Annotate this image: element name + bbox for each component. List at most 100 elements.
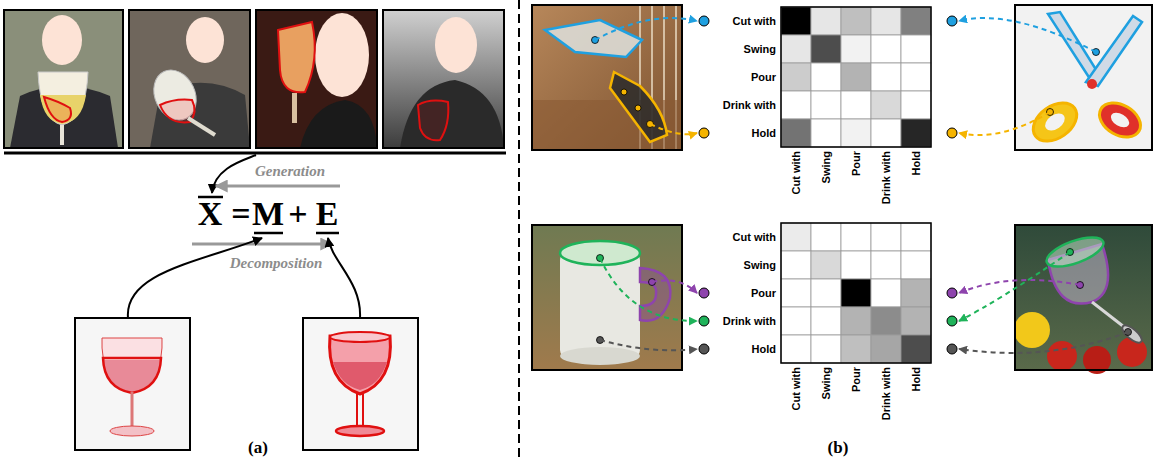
photo-toast-3-part xyxy=(256,10,377,148)
matrix-cell xyxy=(901,35,931,63)
wine-glass-liquid-part xyxy=(103,360,161,392)
wine-glass-liquid xyxy=(75,318,190,450)
matrix-cell xyxy=(901,279,931,307)
mug-photo-part xyxy=(560,347,640,365)
glass-photo-part xyxy=(1015,225,1152,370)
row-label: Pour xyxy=(751,71,776,83)
matrix-frame xyxy=(781,223,931,363)
matrix-cell xyxy=(841,251,871,279)
glass-photo-part xyxy=(1043,231,1107,272)
matrix-cell xyxy=(901,7,931,35)
leader-arrows-part xyxy=(959,112,1050,135)
row-label: Cut with xyxy=(733,231,776,243)
leader-arrows xyxy=(595,18,1128,353)
wine-glass-shape xyxy=(303,318,418,450)
wine-glass-shape-part xyxy=(336,426,384,436)
matrix-cell xyxy=(811,335,841,363)
photo-toast-4 xyxy=(383,10,504,148)
knife-photo-part xyxy=(610,72,667,142)
scissors-photo-part xyxy=(1093,96,1146,144)
wine-glass-liquid-part xyxy=(102,338,162,392)
leader-arrows-part xyxy=(600,258,697,321)
matrix-cell xyxy=(811,35,841,63)
leader-arrows-part xyxy=(959,18,1096,52)
photo-toast-4-part xyxy=(418,101,448,141)
leader-arrows-part xyxy=(959,252,1070,321)
matrix-cell xyxy=(811,7,841,35)
matrix-cell xyxy=(811,223,841,251)
leader-dots-part xyxy=(947,316,957,326)
photo-toast-2-part xyxy=(129,10,250,148)
row-label: Drink with xyxy=(723,315,776,327)
leader-dots-part xyxy=(947,344,957,354)
matrix-cell xyxy=(781,335,811,363)
photo-toast-3-part xyxy=(300,100,377,148)
matrix-cell xyxy=(781,7,811,35)
photo-toast-2-part xyxy=(129,10,250,148)
column-label: Drink with xyxy=(880,151,892,204)
matrix-cell xyxy=(841,335,871,363)
leader-arrows-part xyxy=(600,340,697,350)
photo-toast-1-part xyxy=(4,10,123,148)
leader-arrows-part xyxy=(959,332,1128,353)
matrix-cell xyxy=(901,335,931,363)
wine-glass-shape-part xyxy=(357,393,363,428)
photo-toast-4-part xyxy=(383,10,504,148)
separator-bar xyxy=(4,152,506,155)
photo-toast-1-part xyxy=(42,15,82,65)
leader-dots-part xyxy=(947,288,957,298)
knife-photo-part xyxy=(635,105,641,111)
glass-photo-part xyxy=(1117,337,1147,367)
leader-dots-part xyxy=(699,316,709,326)
mug-photo-part xyxy=(532,225,682,370)
matrix-cell xyxy=(781,251,811,279)
matrix-cell xyxy=(841,7,871,35)
matrix-cell xyxy=(841,35,871,63)
matrix-cell xyxy=(871,63,901,91)
wine-glass-shape-part xyxy=(330,336,391,394)
photo-toast-4-part xyxy=(400,80,504,148)
matrix-cell xyxy=(811,91,841,119)
knife-photo-part xyxy=(621,89,627,95)
matrix-cell xyxy=(811,119,841,147)
matrix-cell xyxy=(871,335,901,363)
leader-arrows-part xyxy=(959,280,1080,293)
generation-arrow xyxy=(216,185,340,188)
matrix-cell xyxy=(871,307,901,335)
photo-toast-3-part xyxy=(292,93,297,123)
equation-symbol: + xyxy=(288,197,307,231)
scissors-photo-part xyxy=(1087,79,1097,89)
matrix-cell xyxy=(871,251,901,279)
matrix-cell xyxy=(781,307,811,335)
matrix-cell xyxy=(781,119,811,147)
column-label: Swing xyxy=(820,151,832,183)
matrix-cell xyxy=(841,223,871,251)
leader-dots-part xyxy=(699,344,709,354)
leader-dots-part xyxy=(947,128,957,138)
photo-toast-1 xyxy=(4,10,123,148)
matrix-cell xyxy=(871,223,901,251)
photo-toast-4-part xyxy=(435,17,477,73)
matrix-cell xyxy=(871,119,901,147)
glass-photo xyxy=(1014,225,1152,374)
equation-symbol: E xyxy=(316,197,339,231)
leader-dots-part xyxy=(699,128,709,138)
column-label: Cut with xyxy=(790,151,802,194)
row-label: Cut with xyxy=(733,15,776,27)
leader-arrows-part xyxy=(650,124,697,134)
matrix-cell xyxy=(901,119,931,147)
glass-photo-part xyxy=(1014,312,1050,348)
photo-toast-3-part xyxy=(256,10,377,148)
leader-dots xyxy=(699,16,957,354)
column-label: Cut with xyxy=(790,367,802,410)
matrix-cell xyxy=(811,279,841,307)
matrix-cell xyxy=(811,251,841,279)
wine-glass-liquid-part xyxy=(75,318,190,450)
leader-dots-part xyxy=(947,16,957,26)
photo-toast-2-part xyxy=(146,63,204,127)
process-label: Generation xyxy=(255,163,325,180)
column-label: Hold xyxy=(910,367,922,391)
row-label: Pour xyxy=(751,287,776,299)
matrix-cell xyxy=(811,63,841,91)
